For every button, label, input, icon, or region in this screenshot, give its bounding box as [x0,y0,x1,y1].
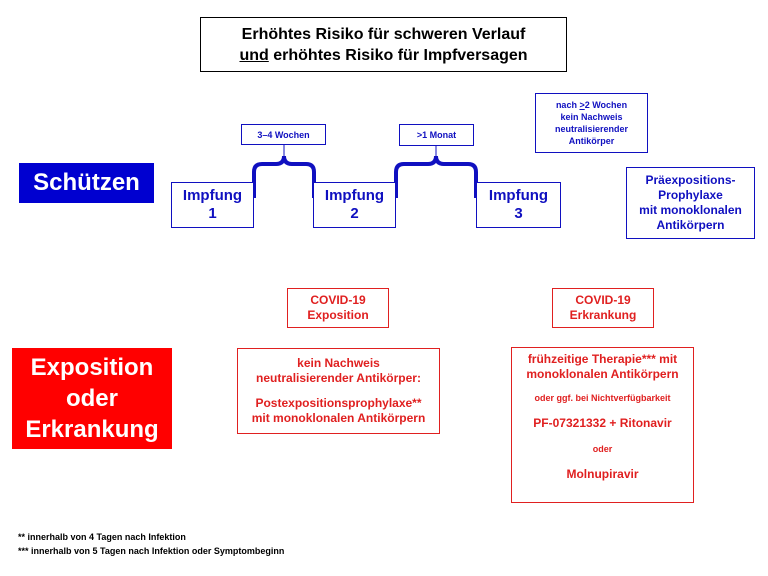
note-line-3: neutralisierender [554,124,629,134]
covid-exposure-line-1: COVID-19 [310,293,366,307]
note-rest: 2 Wochen [584,100,628,110]
prep-line-4: Antikörpern [656,218,725,232]
therapy-line-3: oder ggf. bei Nichtverfügbarkeit [534,393,671,403]
therapy-line-4: PF-07321332 + Ritonavir [533,416,672,430]
exposure-text-2: oder [65,385,118,412]
covid-exposure-line-2: Exposition [307,308,369,322]
therapy-line-5: oder [592,444,613,454]
vaccination-1-number: 1 [208,205,217,222]
vaccination-3-number: 3 [514,205,523,222]
therapy-line-1: frühzeitige Therapie*** mit [527,352,678,366]
vaccination-2-number: 2 [350,205,359,222]
therapy-box: frühzeitige Therapie*** mit monoklonalen… [511,347,694,503]
covid-disease-box: COVID-19 Erkrankung [552,288,654,328]
post-exposure-line-3: Postexpositionsprophylaxe** [255,396,422,410]
title-box: Erhöhtes Risiko für schweren Verlauf und… [200,17,567,72]
therapy-line-2: monoklonalen Antikörpern [526,367,679,381]
title-line-2-rest: erhöhtes Risiko für Impfversagen [268,46,528,64]
vaccination-2-label: Impfung [324,187,385,204]
interval-2-text: >1 Monat [416,130,457,140]
protect-text: Schützen [33,169,140,196]
note-symbol: > [579,100,585,110]
note-line-4: Antikörper [568,136,615,146]
footnote-1: ** innerhalb von 4 Tagen nach Infektion [18,532,186,542]
footnotes: ** innerhalb von 4 Tagen nach Infektion … [18,530,284,558]
interval-2-box: >1 Monat [399,124,474,146]
post-exposure-line-2: neutralisierender Antikörper: [256,371,421,385]
covid-exposure-box: COVID-19 Exposition [287,288,389,328]
title-line-1: Erhöhtes Risiko für schweren Verlauf [241,25,526,43]
post-exposure-line-1: kein Nachweis [297,356,380,370]
exposure-text-3: Erkrankung [25,416,159,443]
vaccination-1-label: Impfung [182,187,243,204]
exposure-text-1: Exposition [30,354,154,381]
covid-disease-line-2: Erkrankung [569,308,637,322]
note-line-1: nach >2 Wochen [556,99,627,111]
prep-line-3: mit monoklonalen [639,203,742,217]
note-prefix: nach [555,100,580,110]
exposure-label: Exposition oder Erkrankung [12,348,172,449]
protect-label: Schützen [19,163,154,203]
post-exposure-box: kein Nachweis neutralisierender Antikörp… [237,348,440,434]
title-underlined-word: und [239,46,269,64]
no-antibodies-note: nach >2 Wochen kein Nachweis neutralisie… [535,93,648,153]
prep-box: Präexpositions- Prophylaxe mit monoklona… [626,167,755,239]
footnote-2: *** innerhalb von 5 Tagen nach Infektion… [18,546,285,556]
interval-1-text: 3–4 Wochen [257,129,310,140]
interval-1-box: 3–4 Wochen [241,124,326,145]
prep-line-2: Prophylaxe [658,188,723,202]
vaccination-2-box: Impfung 2 [313,182,396,228]
vaccination-3-label: Impfung [488,187,549,204]
vaccination-1-box: Impfung 1 [171,182,254,228]
brace-right [394,155,478,198]
brace-left [252,155,316,198]
covid-disease-line-1: COVID-19 [575,293,631,307]
title-line-2: und erhöhtes Risiko für Impfversagen [239,45,527,66]
prep-line-1: Präexpositions- [645,173,736,187]
vaccination-3-box: Impfung 3 [476,182,561,228]
post-exposure-line-4: mit monoklonalen Antikörpern [251,411,426,425]
therapy-line-6: Molnupiravir [566,467,639,481]
note-line-2: kein Nachweis [560,112,623,122]
